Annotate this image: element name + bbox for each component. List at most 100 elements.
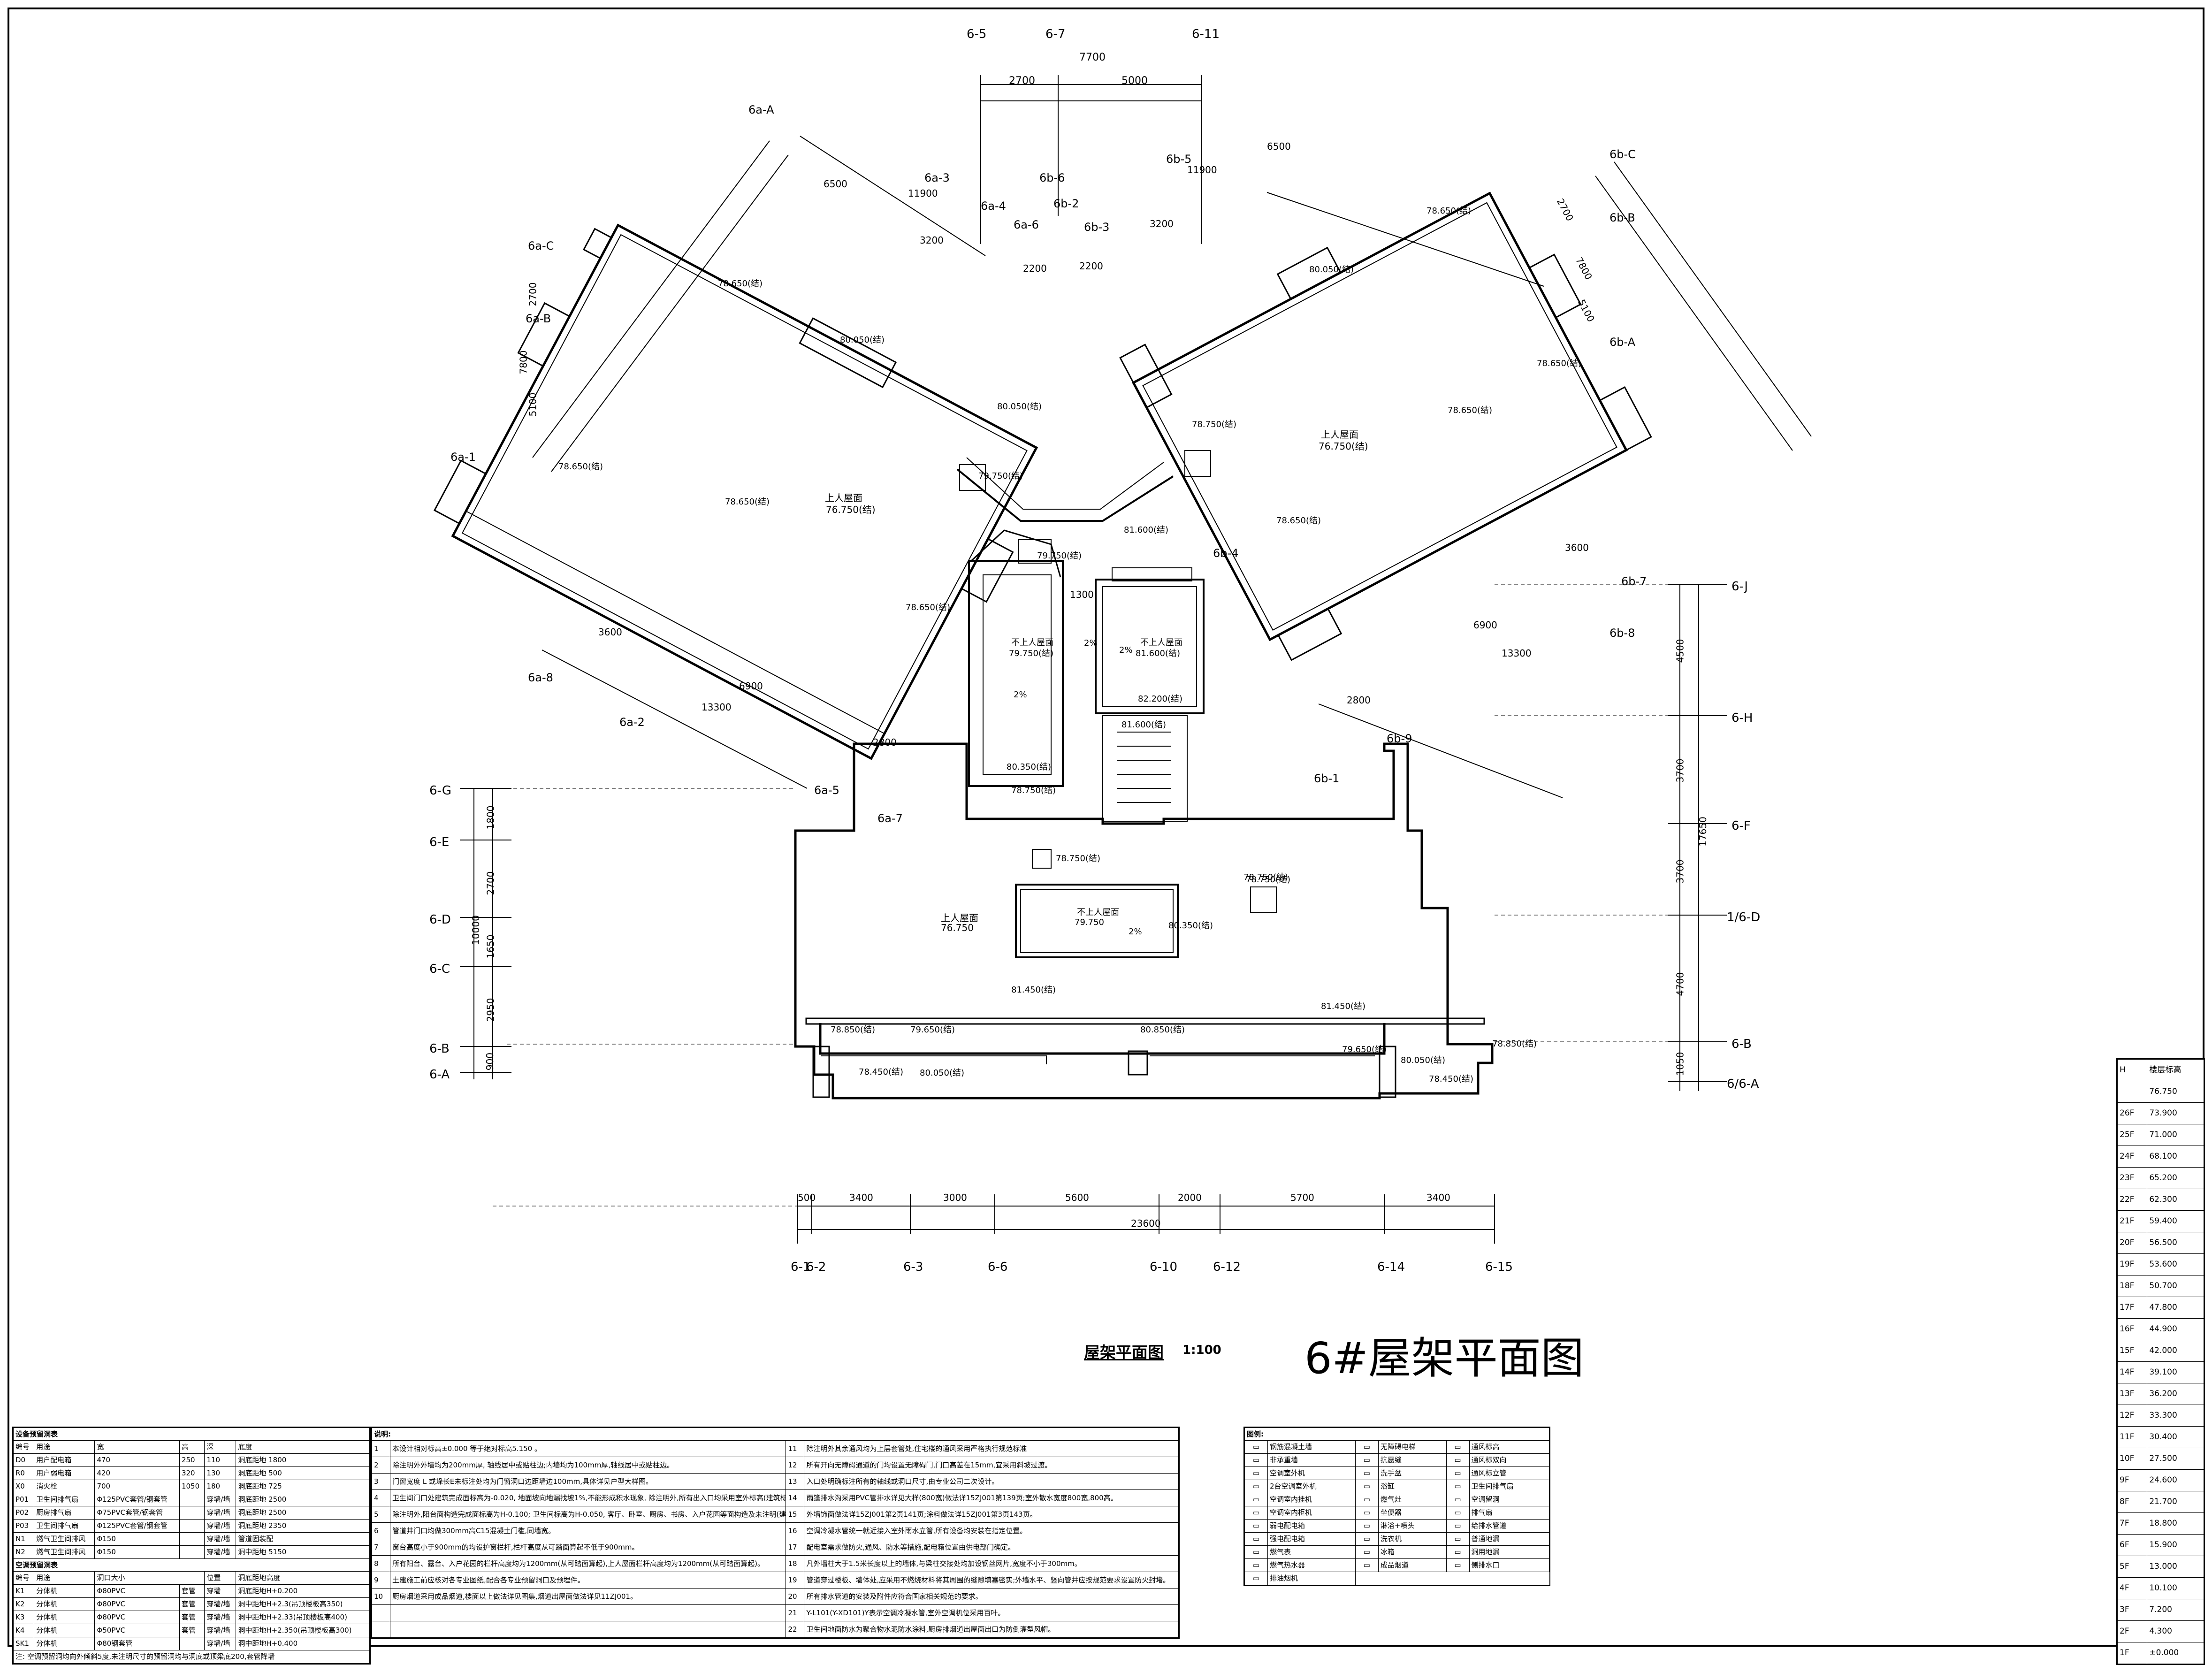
elevation-mark-32: 78.650(结): [1276, 516, 1321, 526]
equipment-cell: 420: [94, 1466, 180, 1480]
grid-axis-left-6: 6-A: [429, 1068, 450, 1082]
ac-hole-cell: Φ80PVC: [94, 1611, 180, 1624]
equipment-cell: P03: [13, 1519, 35, 1533]
note-number: 10: [372, 1588, 390, 1605]
elevation-core-b: 81.600(结): [1136, 649, 1181, 658]
legend-label: 钢筋混凝土墙: [1267, 1440, 1356, 1454]
legend-symbol-icon: ▭: [1244, 1545, 1268, 1559]
equipment-table-title: 设备预留洞表: [13, 1428, 370, 1441]
equipment-cell: N2: [13, 1545, 35, 1559]
floor-label: 15F: [2117, 1340, 2148, 1362]
equipment-cell: 用户弱电箱: [34, 1466, 95, 1480]
legend-label: 洞用地漏: [1469, 1545, 1550, 1559]
legend-symbol-icon: ▭: [1355, 1493, 1379, 1506]
legend-label: 浴缸: [1378, 1480, 1447, 1493]
elevation-mark-5: 78.650(结): [906, 603, 951, 612]
equipment-cell: [179, 1519, 205, 1533]
dimension-wing-b-11: 2800: [1347, 695, 1371, 706]
floor-elevation-value: 10.100: [2147, 1577, 2204, 1599]
equipment-cell: 700: [94, 1480, 180, 1493]
legend-label: 通风标立管: [1469, 1466, 1550, 1480]
legend-symbol-icon: ▭: [1355, 1453, 1379, 1467]
floor-elevation-value: 42.000: [2147, 1340, 2204, 1362]
elevation-mark-2: 80.050(结): [840, 335, 885, 345]
note-text: 本设计相对标高±0.000 等于绝对标高5.150 。: [389, 1440, 786, 1457]
legend-label: 空调留洞: [1469, 1493, 1550, 1506]
equipment-cell: 穿墙/墙: [204, 1493, 236, 1506]
legend-row: ▭排油烟机: [1244, 1572, 1549, 1585]
equipment-sub-title: 空调预留洞表: [13, 1558, 370, 1572]
elevation-mark-31: 78.650(结): [1448, 405, 1493, 415]
elevation-mark-3: 78.650(结): [558, 462, 603, 472]
floor-elevation-value: 59.400: [2147, 1210, 2204, 1232]
legend-label: 无障碍电梯: [1378, 1440, 1447, 1454]
legend-symbol-icon: ▭: [1244, 1466, 1268, 1480]
slope-3: 2%: [1119, 645, 1133, 655]
legend-label: 淋浴+喷头: [1378, 1519, 1447, 1533]
dimension-bottom-1: 500: [798, 1192, 816, 1203]
dimension-bottom-total: 23600: [1131, 1218, 1161, 1229]
note-number: [372, 1621, 390, 1638]
equipment-cell: X0: [13, 1480, 35, 1493]
grid-axis-bottom-2: 6-2: [806, 1260, 826, 1274]
floor-label: 26F: [2117, 1102, 2148, 1124]
elevation-mark-6: 80.050(结): [997, 402, 1042, 412]
floor-label: 12F: [2117, 1405, 2148, 1427]
podium-outline: [794, 742, 1494, 1100]
grid-axis-right-3: 6-F: [1731, 819, 1751, 833]
grid-axis-wing-a-3: 6a-3: [924, 171, 950, 184]
grid-axis-wing-b-2: 6b-2: [1053, 197, 1079, 210]
dimension-wing-a-1: 6500: [824, 178, 847, 190]
ac-hole-cell: 套管: [179, 1597, 205, 1611]
floor-elevation-value: 73.900: [2147, 1102, 2204, 1124]
legend-row: ▭燃气表▭冰箱▭洞用地漏: [1244, 1545, 1550, 1559]
elevation-header-floor: H: [2117, 1059, 2148, 1081]
floor-label: 20F: [2117, 1232, 2148, 1254]
equipment-cell: Φ125PVC套管/钢套管: [94, 1493, 180, 1506]
main-title: 6#屋架平面图: [1304, 1333, 1584, 1383]
legend-symbol-icon: ▭: [1244, 1480, 1268, 1493]
floor-label: 23F: [2117, 1167, 2148, 1189]
legend-label: 弱电配电箱: [1267, 1519, 1356, 1533]
ac-hole-cell: 穿墙/墙: [204, 1611, 236, 1624]
ac-hole-cell: 洞中距地H+2.350(吊顶楼板高300): [236, 1624, 370, 1637]
ac-hole-cell: K2: [13, 1597, 35, 1611]
elevation-mark-15: 78.750(结): [1246, 875, 1291, 885]
floor-label: 8F: [2117, 1491, 2148, 1513]
legend-label: 空调室内挂机: [1267, 1493, 1356, 1506]
grid-axis-bottom-7: 6-14: [1377, 1260, 1405, 1274]
equipment-cell: 穿墙/墙: [204, 1519, 236, 1533]
legend-symbol-icon: ▭: [1355, 1558, 1379, 1572]
dimension-bottom-4: 5600: [1065, 1192, 1089, 1203]
note-number: 22: [786, 1621, 805, 1638]
legend-label: 普通地漏: [1469, 1532, 1550, 1546]
floor-elevation-value: 7.200: [2147, 1599, 2204, 1621]
note-text: 管道井门口均做300mm高C15混凝土门槛,同墙宽。: [389, 1522, 786, 1539]
dimension-top-2: 5000: [1121, 75, 1148, 87]
dimension-left-4: 2950: [485, 998, 496, 1022]
dimension-left-3: 1650: [485, 934, 496, 959]
dimension-wing-a-4: 2200: [1023, 263, 1047, 274]
grid-axis-wing-a-b: 6a-B: [526, 312, 551, 325]
floor-elevation-value: 65.200: [2147, 1167, 2204, 1189]
note-number: 9: [372, 1572, 390, 1589]
legend-symbol-icon: ▭: [1244, 1532, 1268, 1546]
equipment-cell: 1050: [179, 1480, 205, 1493]
note-number: 3: [372, 1473, 390, 1490]
legend-label: 空调室外机: [1267, 1466, 1356, 1480]
legend-symbol-icon: ▭: [1355, 1506, 1379, 1520]
elevation-mark-13: 78.750(结): [1011, 786, 1056, 795]
floor-elevation-value: 68.100: [2147, 1146, 2204, 1168]
elevation-mark-34: 78.750(结): [1243, 872, 1289, 882]
equipment-header-depth: 深: [204, 1440, 236, 1454]
floor-elevation-value: 71.000: [2147, 1124, 2204, 1146]
grid-axis-bottom-8: 6-15: [1485, 1260, 1513, 1274]
grid-axis-wing-a-a: 6a-A: [748, 103, 774, 116]
